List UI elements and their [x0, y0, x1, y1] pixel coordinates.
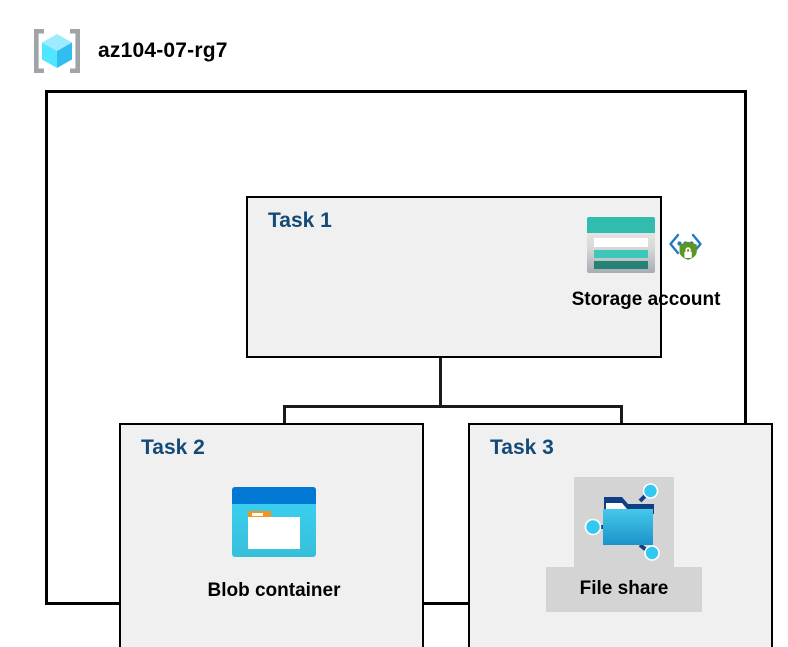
file-share-icon-group: [574, 477, 674, 567]
file-share-icon: [582, 483, 666, 561]
resource-blob-container[interactable]: Blob container: [173, 483, 375, 600]
connector-task1-stem: [439, 358, 442, 407]
task-box-3[interactable]: Task 3: [468, 423, 773, 647]
task-2-label: Task 2: [141, 436, 205, 459]
blob-container-icon: [230, 483, 318, 561]
resource-group-container: Task 1: [45, 90, 773, 647]
resource-group-name: az104-07-rg7: [98, 39, 228, 62]
task-3-label: Task 3: [490, 436, 554, 459]
connector-horizontal-split: [283, 405, 623, 408]
resource-group-header: az104-07-rg7: [30, 26, 228, 76]
storage-account-icon-group: [586, 216, 707, 274]
private-endpoint-shield-icon: [661, 222, 707, 268]
storage-account-label: Storage account: [571, 289, 721, 310]
blob-container-icon-group: [230, 483, 318, 561]
task-box-1[interactable]: Task 1: [246, 196, 720, 358]
file-share-label: File share: [545, 567, 703, 612]
resource-group-cube-icon: [30, 26, 84, 76]
task-1-label: Task 1: [268, 209, 332, 232]
storage-account-icon: [586, 216, 656, 274]
task-box-2[interactable]: Task 2: [119, 423, 424, 647]
blob-container-label: Blob container: [207, 580, 341, 601]
resource-storage-account[interactable]: Storage account: [546, 216, 746, 309]
resource-file-share[interactable]: File share: [525, 477, 723, 612]
